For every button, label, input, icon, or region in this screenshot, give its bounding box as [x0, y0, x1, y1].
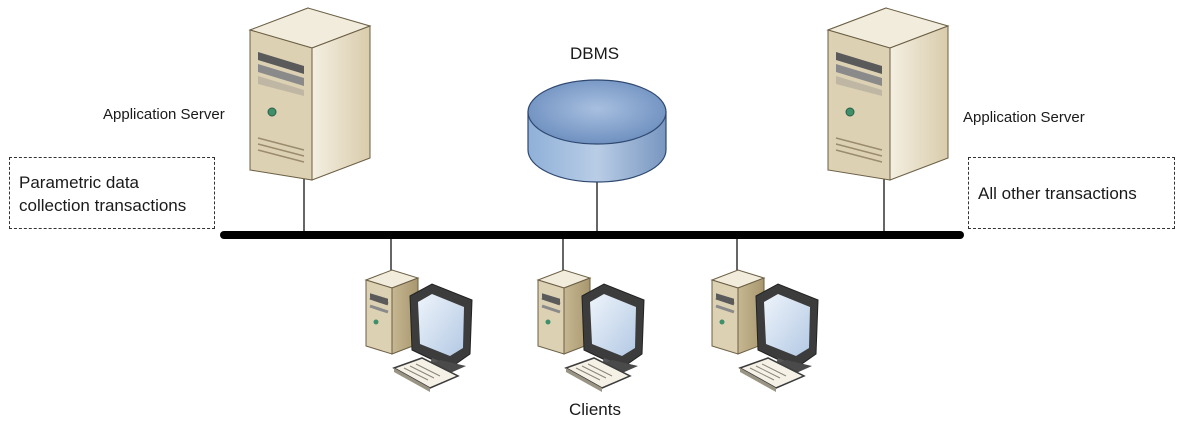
- left-note-line-2: collection transactions: [19, 196, 187, 215]
- left-note-line-1: Parametric data: [19, 173, 139, 192]
- right-note-text: All other transactions: [978, 184, 1137, 203]
- dbms-label: DBMS: [570, 44, 620, 63]
- application-server-right-label: Application Server: [963, 109, 1085, 126]
- left-transactions-note: Parametric data collection transactions: [9, 157, 215, 229]
- client-3-icon: [710, 268, 820, 394]
- right-transactions-note: All other transactions: [968, 157, 1175, 229]
- application-server-right-icon: [827, 7, 949, 181]
- application-server-left-label: Application Server: [103, 106, 225, 123]
- client-2-icon: [536, 268, 646, 394]
- clients-label: Clients: [569, 400, 621, 419]
- dbms-database-icon: [527, 79, 667, 183]
- client-1-icon: [364, 268, 474, 394]
- application-server-left-icon: [249, 7, 371, 181]
